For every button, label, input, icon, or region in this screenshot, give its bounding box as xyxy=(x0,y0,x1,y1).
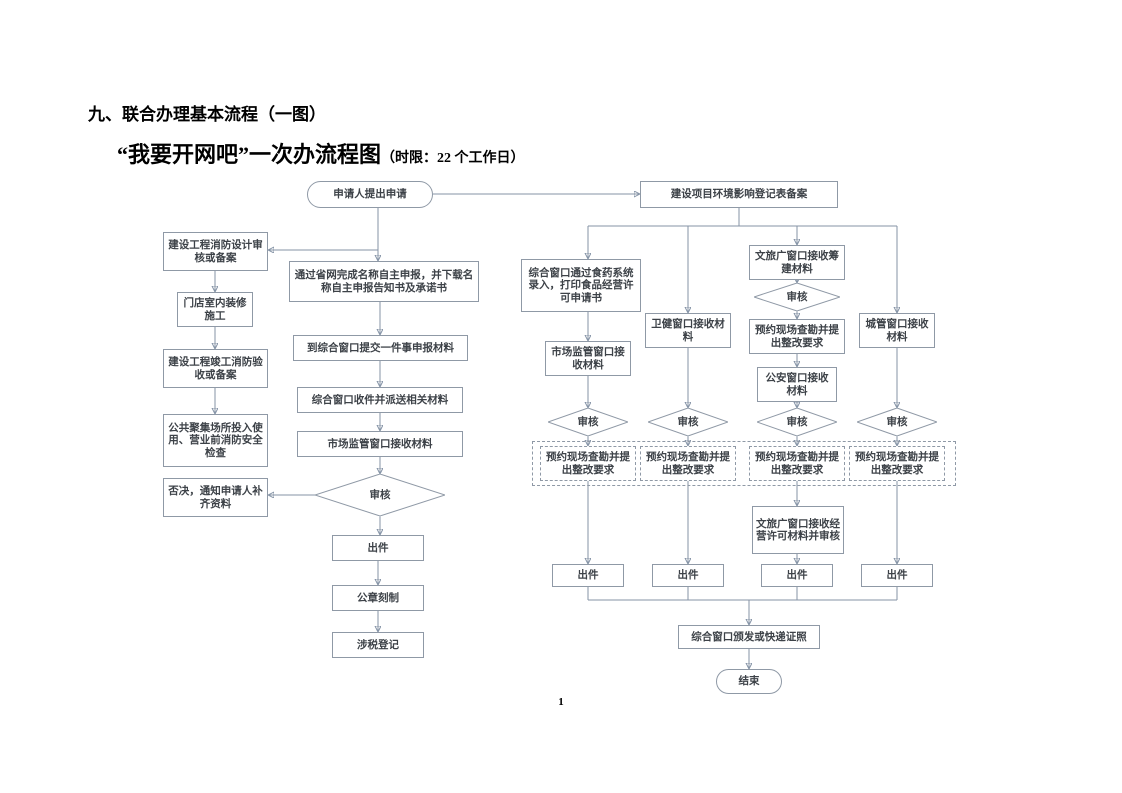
node-audit-health-label: 审核 xyxy=(677,415,699,428)
node-reject-notice: 否决，通知申请人补齐资料 xyxy=(163,478,268,517)
node-submit-materials: 到综合窗口提交一件事申报材料 xyxy=(293,335,468,361)
node-issue-health: 出件 xyxy=(652,564,724,587)
node-fire-acceptance: 建设工程竣工消防验收或备案 xyxy=(163,349,268,388)
node-survey-food: 预约现场查勘并提出整改要求 xyxy=(540,446,636,481)
diamond-shape xyxy=(857,408,937,436)
node-market-window-food: 市场监管窗口接收材料 xyxy=(545,341,631,376)
page-number: 1 xyxy=(558,696,564,708)
node-name-declare: 通过省网完成名称自主申报，并下载名称自主申报告知书及承诺书 xyxy=(289,261,479,302)
node-survey-police: 预约现场查勘并提出整改要求 xyxy=(749,446,845,481)
node-culture-license-audit: 文旅广窗口接收经营许可材料并审核 xyxy=(752,506,844,554)
node-tax-registration: 涉税登记 xyxy=(332,632,424,658)
diamond-shape xyxy=(757,408,837,436)
diamond-shape xyxy=(315,474,445,516)
node-market-window-main: 市场监管窗口接收材料 xyxy=(297,431,463,457)
node-audit-main-label: 审核 xyxy=(369,488,391,501)
node-survey-city: 预约现场查勘并提出整改要求 xyxy=(849,446,945,481)
node-audit-city: 审核 xyxy=(857,408,937,436)
node-fire-safety-check: 公共聚集场所投入使用、营业前消防安全检查 xyxy=(163,414,268,467)
node-seal-carving: 公章刻制 xyxy=(332,585,424,611)
node-final-issue: 综合窗口颁发或快递证照 xyxy=(678,625,820,649)
node-audit-police-label: 审核 xyxy=(786,415,808,428)
node-fire-design: 建设工程消防设计审核或备案 xyxy=(163,232,268,271)
node-dispatch: 综合窗口收件并派送相关材料 xyxy=(297,387,463,413)
node-issue-police: 出件 xyxy=(761,564,833,587)
node-survey-health: 预约现场查勘并提出整改要求 xyxy=(640,446,736,481)
node-audit-main: 审核 xyxy=(315,474,445,516)
node-issue-city: 出件 xyxy=(861,564,933,587)
flowchart-title-text: “我要开网吧”一次办流程图 xyxy=(117,142,382,167)
diamond-shape xyxy=(754,283,840,311)
node-end: 结束 xyxy=(716,669,782,694)
node-culture-window-prep: 文旅广窗口接收筹建材料 xyxy=(749,245,845,280)
node-audit-food: 审核 xyxy=(548,408,628,436)
node-issue-main: 出件 xyxy=(332,535,424,561)
node-audit-culture-prep: 审核 xyxy=(754,283,840,311)
node-police-window: 公安窗口接收材料 xyxy=(757,367,837,402)
node-city-mgmt-window: 城管窗口接收材料 xyxy=(859,313,935,348)
node-start: 申请人提出申请 xyxy=(307,181,433,208)
flowchart-title: “我要开网吧”一次办流程图（时限：22 个工作日） xyxy=(117,137,525,169)
section-heading: 九、联合办理基本流程（一图） xyxy=(88,105,326,124)
site-survey-dashed-group xyxy=(532,441,956,486)
node-audit-city-label: 审核 xyxy=(886,415,908,428)
node-food-entry: 综合窗口通过食药系统录入，打印食品经营许可申请书 xyxy=(521,259,641,312)
node-shop-fitout: 门店室内装修施工 xyxy=(177,292,253,327)
diamond-shape xyxy=(548,408,628,436)
node-issue-food: 出件 xyxy=(552,564,624,587)
node-health-window: 卫健窗口接收材料 xyxy=(645,313,731,348)
flowchart-title-note: （时限：22 个工作日） xyxy=(381,151,525,166)
node-audit-health: 审核 xyxy=(648,408,728,436)
node-env-registry: 建设项目环境影响登记表备案 xyxy=(640,181,838,208)
node-survey-culture: 预约现场查勘并提出整改要求 xyxy=(749,319,845,354)
diamond-shape xyxy=(648,408,728,436)
node-audit-culture-prep-label: 审核 xyxy=(786,290,808,303)
node-audit-police: 审核 xyxy=(757,408,837,436)
node-audit-food-label: 审核 xyxy=(577,415,599,428)
